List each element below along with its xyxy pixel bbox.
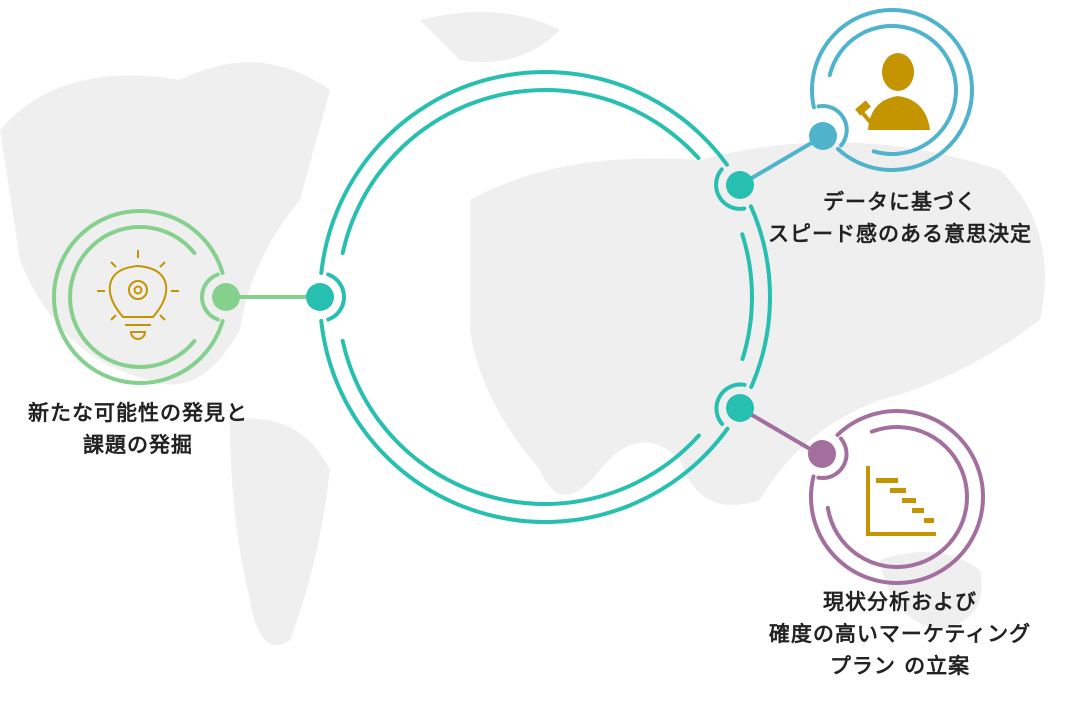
node-label-decision: データに基づく スピード感のある意思決定 — [740, 186, 1060, 250]
main-notch — [714, 167, 747, 211]
decision-node-dot — [809, 122, 837, 150]
label-line: 確度の高いマーケティング — [768, 622, 1032, 646]
gantt-chart-icon — [866, 466, 936, 536]
label-line: 課題の発掘 — [83, 433, 193, 457]
main-inner-ring — [340, 339, 701, 506]
connector-decision — [738, 133, 827, 187]
discovery-notch — [200, 272, 220, 322]
discovery-outer-ring — [52, 209, 225, 385]
decision-outer-ring — [810, 8, 974, 172]
node-label-discovery: 新たな可能性の発見と 課題の発掘 — [0, 397, 276, 461]
world-map-background — [0, 12, 1045, 645]
label-line: データに基づく — [823, 190, 977, 214]
businessman-gavel-icon — [855, 53, 930, 130]
main-notch — [714, 382, 747, 427]
label-line: 新たな可能性の発見と — [28, 401, 248, 425]
main-node-dot — [726, 394, 754, 422]
analysis-node-dot — [808, 440, 836, 468]
discovery-node-dot — [212, 283, 240, 311]
main-node-dot — [726, 171, 754, 199]
main-inner-ring — [740, 232, 754, 361]
node-label-analysis: 現状分析および 確度の高いマーケティング プラン の立案 — [740, 586, 1060, 682]
label-line: スピード感のある意思決定 — [768, 222, 1032, 246]
decision-notch — [816, 104, 849, 148]
main-outer-ring — [319, 319, 730, 524]
analysis-inner-ring — [825, 425, 969, 569]
discovery-inner-ring — [68, 225, 197, 369]
analysis-notch — [816, 436, 849, 480]
lightbulb-gear-icon — [97, 250, 179, 340]
main-inner-ring — [340, 88, 701, 255]
label-line: プラン の立案 — [829, 654, 971, 678]
main-notch — [326, 272, 346, 322]
main-node-dot — [306, 283, 334, 311]
decision-inner-ring — [827, 24, 958, 156]
main-outer-ring — [319, 70, 729, 275]
main-outer-ring — [748, 204, 772, 389]
analysis-outer-ring — [809, 409, 985, 585]
connector-analysis — [738, 406, 824, 458]
label-line: 現状分析および — [823, 590, 977, 614]
